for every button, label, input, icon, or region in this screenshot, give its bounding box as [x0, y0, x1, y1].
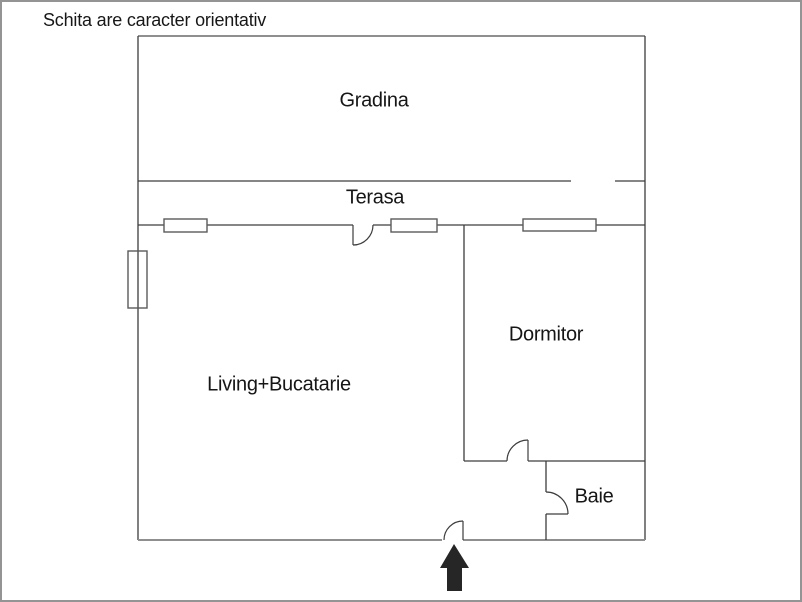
window-symbol [163, 218, 208, 233]
room-label-terasa: Terasa [345, 186, 405, 209]
window-symbol [390, 218, 438, 233]
terasa-door-swing-arc [352, 224, 374, 246]
room-label-dormitor: Dormitor [508, 323, 584, 346]
room-label-living-bucatarie: Living+Bucatarie [207, 373, 351, 396]
entrance-door-swing-arc [443, 520, 464, 541]
dormitor-door-swing-arc [506, 439, 529, 462]
window-symbol [522, 218, 597, 232]
disclaimer-text: Schita are caracter orientativ [43, 10, 267, 30]
window-symbol [127, 250, 148, 309]
entrance-arrow-icon [440, 544, 469, 591]
baie-door-swing-arc [545, 491, 569, 515]
room-label-gradina: Gradina [339, 89, 409, 112]
room-label-baie: Baie [574, 485, 614, 508]
